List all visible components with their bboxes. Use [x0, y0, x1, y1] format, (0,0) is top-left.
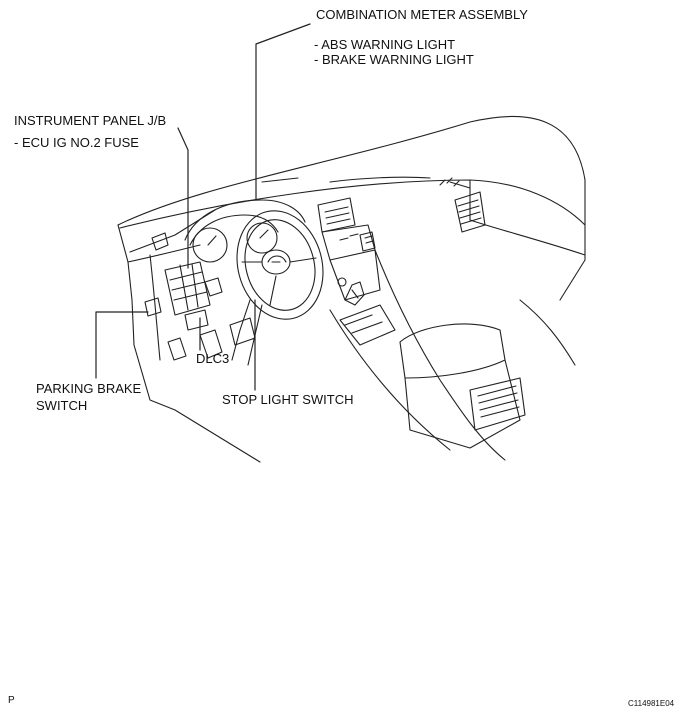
leader-parking-brake [95, 311, 149, 379]
leader-combination-meter [255, 23, 311, 201]
label-ecu-fuse: - ECU IG NO.2 FUSE [14, 135, 139, 150]
corner-p: P [8, 695, 15, 706]
figure-code: C114981E04 [628, 699, 675, 708]
label-brake-warning: - BRAKE WARNING LIGHT [314, 52, 474, 67]
label-parking-brake-line2: SWITCH [36, 398, 88, 413]
label-dlc3: DLC3 [196, 351, 230, 366]
gear-shifter [344, 281, 365, 306]
steering-wheel [236, 210, 324, 320]
label-parking-brake-line1: PARKING BRAKE [36, 381, 142, 396]
dash-top-line [119, 179, 586, 229]
leader-instrument-panel [177, 127, 189, 269]
label-abs-warning: - ABS WARNING LIGHT [314, 37, 456, 52]
label-instrument-panel: INSTRUMENT PANEL J/B [14, 113, 167, 128]
center-console [399, 323, 506, 379]
label-stop-light: STOP LIGHT SWITCH [222, 392, 354, 407]
label-combination-meter: COMBINATION METER ASSEMBLY [316, 7, 528, 22]
windshield-outline [117, 115, 586, 226]
center-stack [317, 197, 356, 233]
parking-brake-switch [144, 297, 162, 317]
cluster-hood [184, 199, 306, 241]
